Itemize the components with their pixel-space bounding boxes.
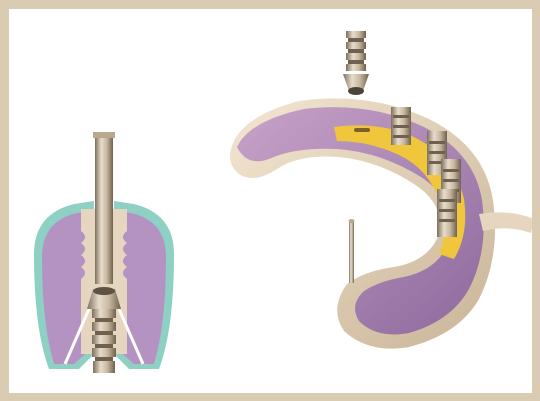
figure-panel bbox=[9, 9, 532, 393]
mandible-arch-icon bbox=[230, 31, 532, 349]
implant-cross-section-icon bbox=[34, 132, 174, 373]
abutment-post bbox=[95, 134, 113, 284]
arch-ramus bbox=[479, 212, 532, 233]
implant-threads bbox=[92, 309, 116, 373]
implant-illustration bbox=[9, 9, 532, 393]
guide-pin bbox=[349, 219, 355, 283]
floating-implant bbox=[343, 31, 369, 95]
